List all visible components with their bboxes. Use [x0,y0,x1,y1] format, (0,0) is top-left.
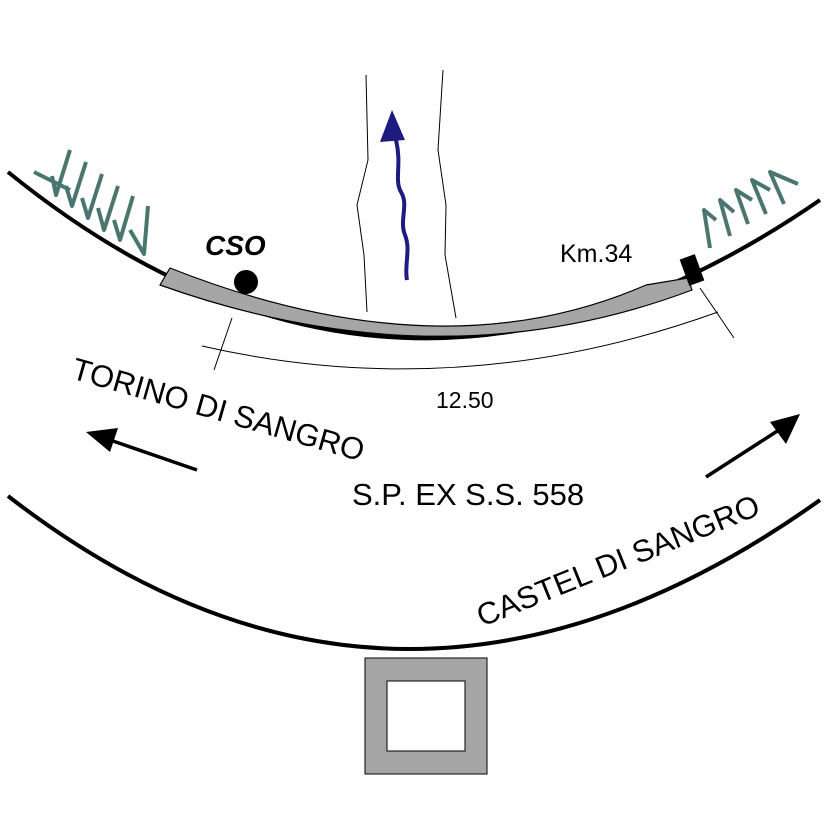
upper-road-edge [6,170,822,341]
km-marker-label: Km.34 [560,240,632,268]
span-dimension-label: 12.50 [436,387,494,413]
lower-road-edge [6,494,822,651]
direction-left-label: TORINO DI SANGRO [68,351,369,468]
arrow-right-icon [705,414,800,479]
river-left-bank [356,74,369,313]
station-label: CSO [205,230,266,261]
measuring-station-dot-icon [234,270,258,294]
arrow-left-icon [86,428,198,472]
road-name-label: S.P. EX S.S. 558 [352,477,584,512]
kilometre-marker-icon [679,254,705,286]
culvert-icon [364,657,488,775]
river-right-bank [437,69,457,319]
flow-direction-arrow-icon [380,110,410,281]
right-embankment-hatching [702,170,799,249]
span-dimension-line [201,287,735,371]
left-embankment-hatching [33,149,150,256]
